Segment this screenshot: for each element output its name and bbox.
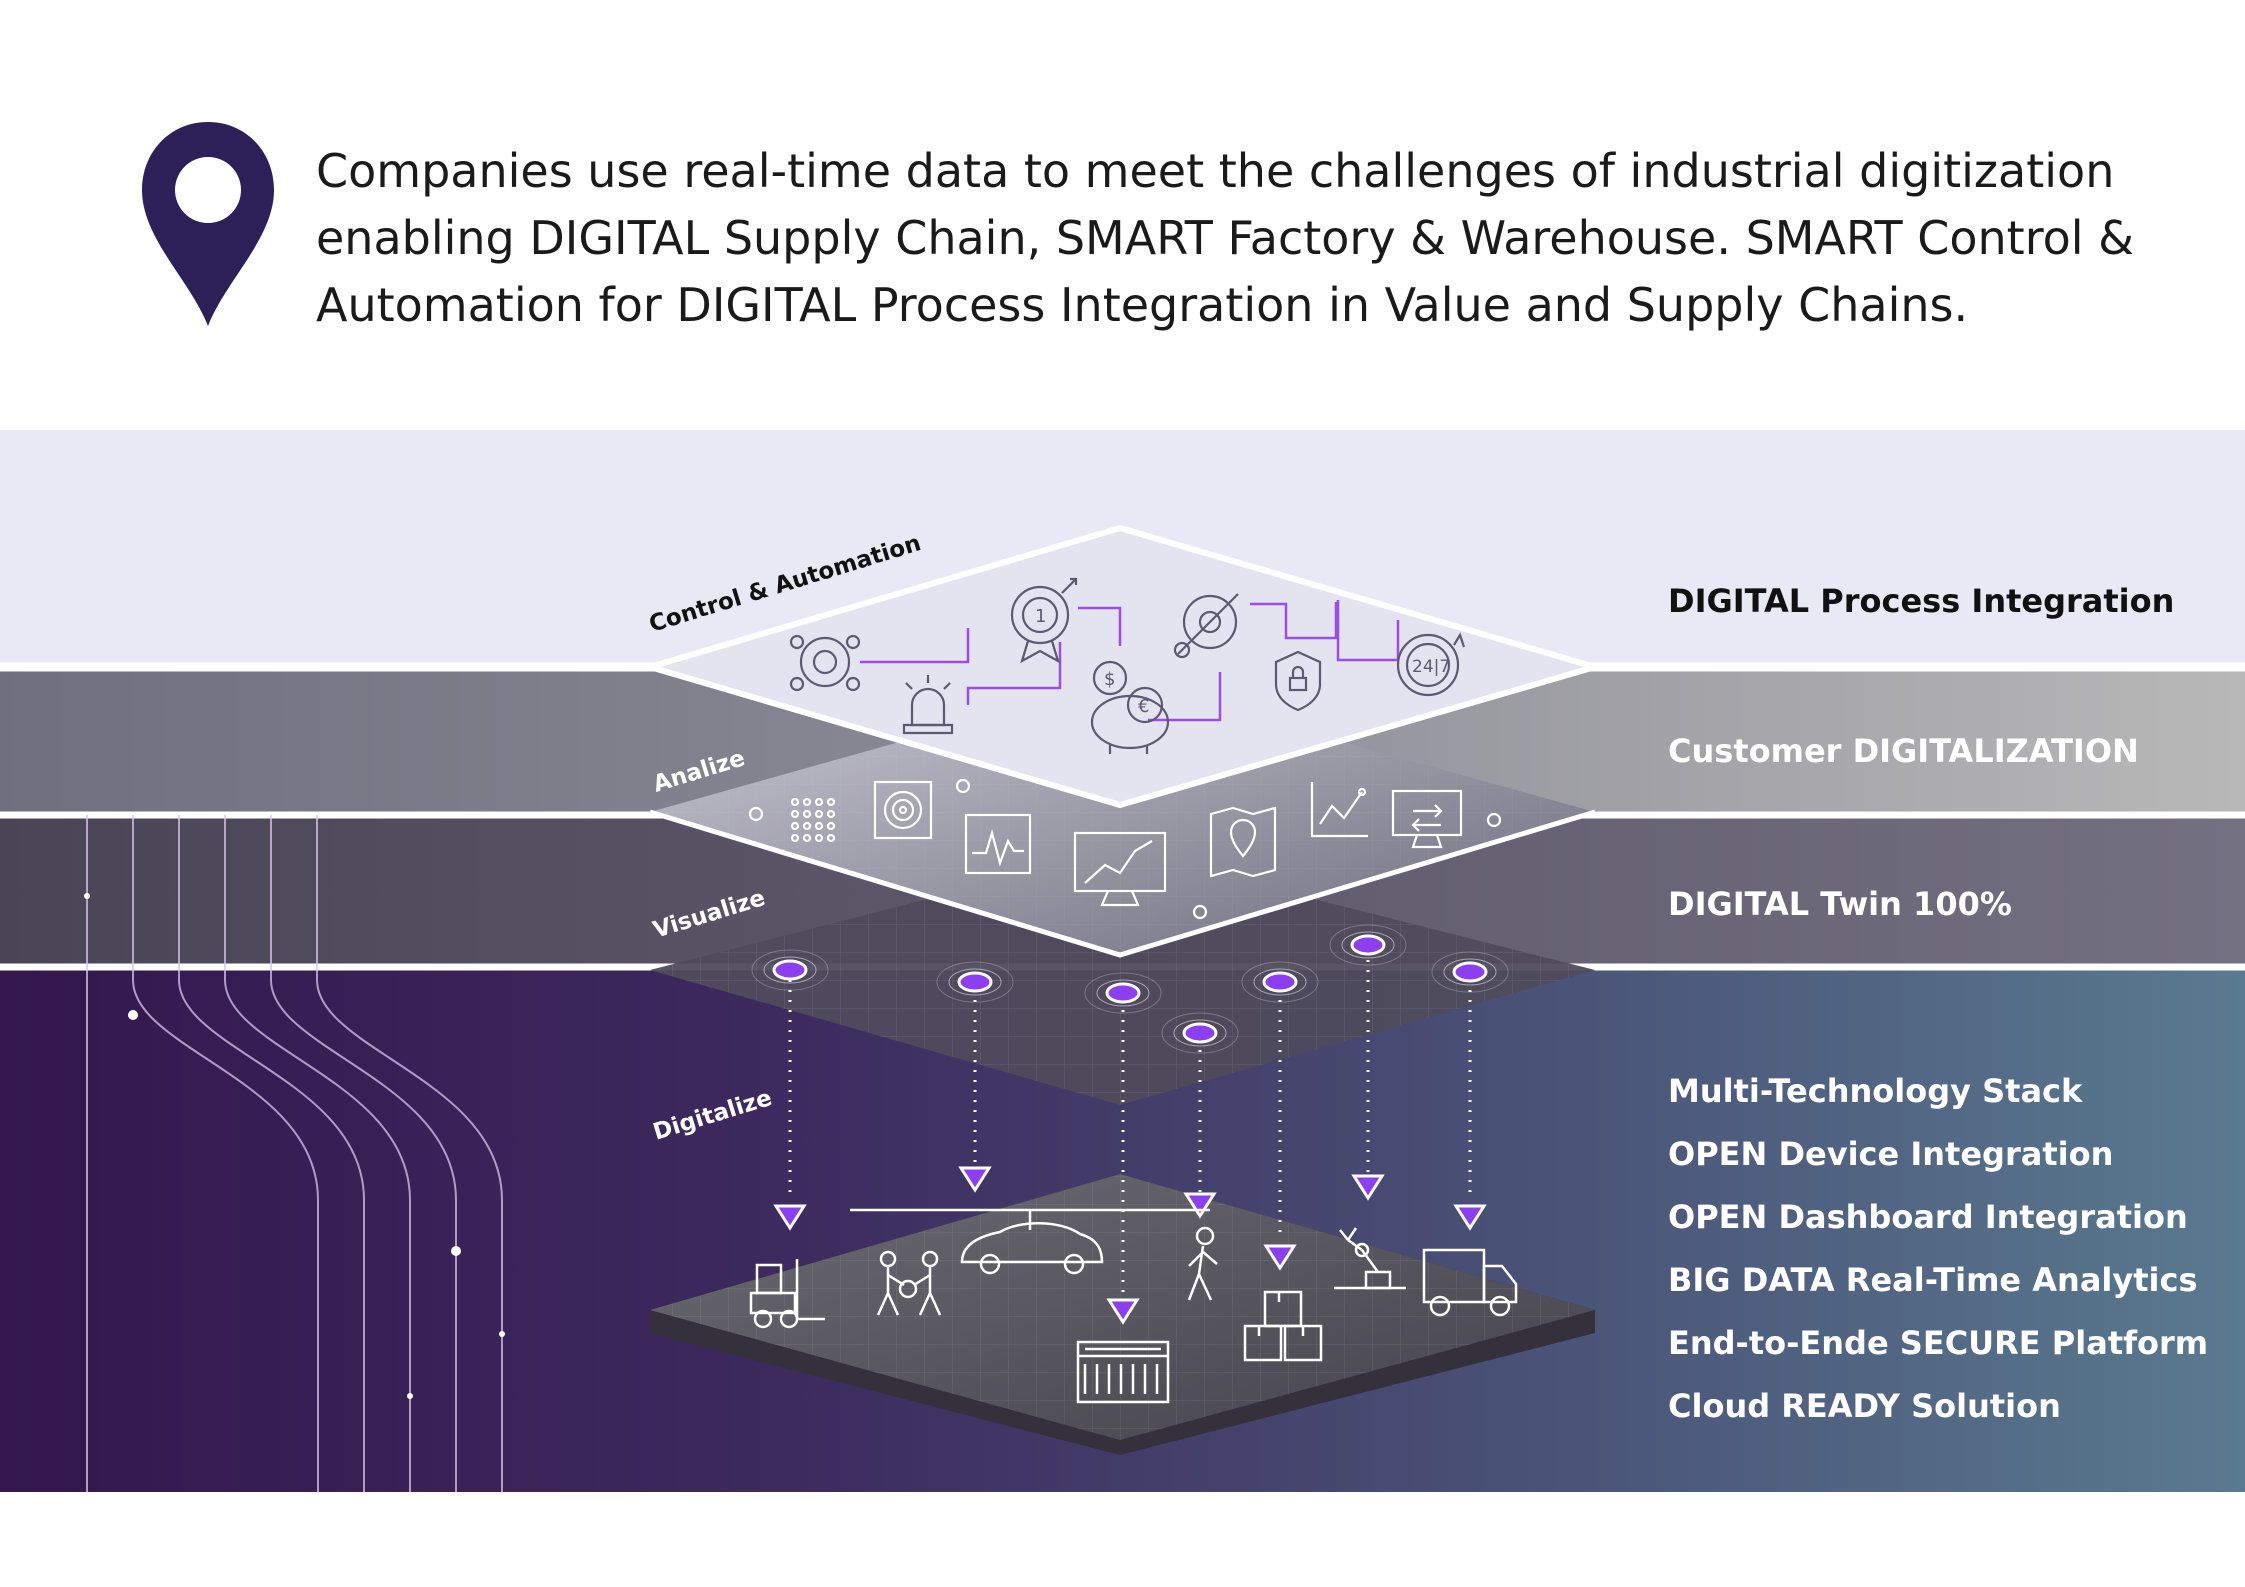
feature-list: Multi-Technology Stack OPEN Device Integ… xyxy=(1668,1072,2208,1425)
svg-text:€: € xyxy=(1138,696,1149,717)
gear-cluster-icon xyxy=(789,634,861,692)
money-piggy-bank-icon: $ € xyxy=(1090,660,1170,754)
data-transfer-monitor-icon xyxy=(1391,789,1463,849)
line-chart-monitor-icon xyxy=(1073,831,1167,907)
sensor-markers xyxy=(751,924,1509,1300)
svg-text:$: $ xyxy=(1104,669,1115,690)
feature-item: OPEN Dashboard Integration xyxy=(1668,1198,2188,1236)
waveform-monitor-icon xyxy=(964,813,1032,875)
map-location-icon xyxy=(1209,806,1277,878)
intro-line-3: Automation for DIGITAL Process Integrati… xyxy=(316,278,1969,332)
analize-plane xyxy=(649,680,1596,958)
control-connectors xyxy=(860,600,1400,722)
circuit-lines-decoration xyxy=(86,815,503,1492)
intro-paragraph: Companies use real-time data to meet the… xyxy=(316,138,2156,339)
walking-person-icon xyxy=(1187,1226,1218,1301)
robot-arm-icon xyxy=(1334,1227,1406,1290)
digitalize-plane xyxy=(650,850,1595,1105)
boxes-icon xyxy=(1243,1290,1323,1362)
dot-matrix-icon xyxy=(790,797,836,843)
security-shield-icon xyxy=(1274,650,1322,712)
band-label-process: DIGITAL Process Integration xyxy=(1668,582,2174,620)
feature-item: Multi-Technology Stack xyxy=(1668,1072,2083,1110)
band-label-twin: DIGITAL Twin 100% xyxy=(1668,885,2012,923)
delivery-truck-icon xyxy=(1422,1248,1518,1317)
car-assembly-icon xyxy=(850,1208,1210,1275)
feature-item: OPEN Device Integration xyxy=(1668,1135,2113,1173)
workers-icon xyxy=(876,1250,942,1316)
forklift-icon xyxy=(749,1259,825,1329)
floor-markers xyxy=(773,1166,1487,1325)
machine-rack-icon xyxy=(1076,1340,1170,1404)
feature-item: BIG DATA Real-Time Analytics xyxy=(1668,1261,2198,1299)
wrench-gear-icon xyxy=(1173,593,1239,659)
intro-line-2: enabling DIGITAL Supply Chain, SMART Fac… xyxy=(316,211,2135,265)
award-medal-icon: 1 xyxy=(1010,577,1078,664)
band-label-customer: Customer DIGITALIZATION xyxy=(1668,732,2139,770)
alarm-light-icon xyxy=(902,675,954,735)
feature-item: End-to-Ende SECURE Platform xyxy=(1668,1324,2208,1362)
svg-text:24|7: 24|7 xyxy=(1412,657,1450,677)
feature-item: Cloud READY Solution xyxy=(1668,1387,2061,1425)
clock-24-7-icon: 24|7 xyxy=(1396,632,1466,697)
fingerprint-scan-icon xyxy=(873,780,933,840)
intro-line-1: Companies use real-time data to meet the… xyxy=(316,144,2115,198)
location-pin-icon xyxy=(142,122,274,326)
scatter-chart-icon xyxy=(1310,782,1368,838)
svg-text:1: 1 xyxy=(1035,606,1046,627)
